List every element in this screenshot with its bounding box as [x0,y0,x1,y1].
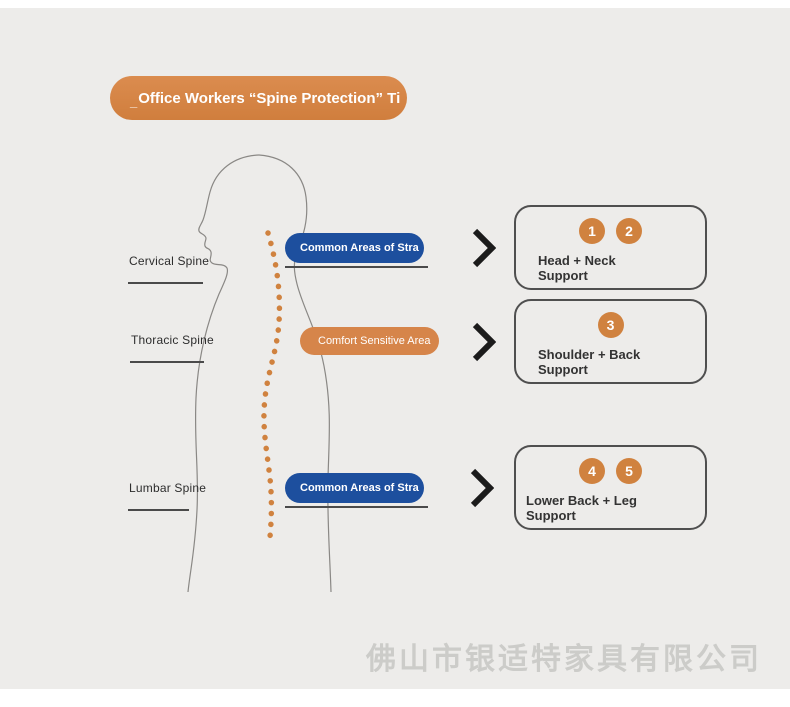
pill-top-underline [285,266,428,268]
card-number-row: 3 [516,312,705,338]
label-thoracic-spine: Thoracic Spine [131,333,214,347]
company-watermark: 佛山市银适特家具有限公司 [366,643,762,676]
pill-common-areas-strain-top: Common Areas of Stra [285,233,424,263]
card-number-row: 1 2 [516,218,705,244]
card-title-line1: Shoulder + Back [538,347,641,362]
card-number-row: 4 5 [516,458,705,484]
label-thoracic-underline [130,361,204,363]
card-title-line2: Support [538,268,588,283]
number-badge: 3 [597,312,624,338]
title-underscore: _ [130,93,138,109]
label-lumbar-underline [128,509,189,511]
spine-dots-icon [261,230,283,540]
card-title-line1: Head + Neck [538,253,616,268]
label-lumbar-spine: Lumbar Spine [129,481,207,495]
page-title: Office Workers “Spine Protection” Ti [138,89,401,107]
number-badge: 2 [616,218,642,244]
pill-comfort-sensitive-area: Comfort Sensitive Area [300,327,439,355]
card-title: Shoulder + Back Support [538,347,705,377]
label-cervical-spine: Cervical Spine [129,254,210,268]
card-lower-back-leg-support: 4 5 Lower Back + Leg Support [514,445,707,530]
chevron-right-icon [472,322,497,362]
card-title-line1: Lower Back + Leg [526,493,637,508]
number-badge: 1 [579,218,605,244]
chevron-right-icon [472,228,497,268]
number-badge: 5 [616,458,642,484]
card-title-line2: Support [538,362,588,377]
card-title: Lower Back + Leg Support [526,493,705,523]
title-banner: _ Office Workers “Spine Protection” Ti [110,76,407,120]
body-outline-front-icon [187,154,260,593]
card-head-neck-support: 1 2 Head + Neck Support [514,205,707,290]
number-badge: 4 [579,458,605,484]
card-title-line2: Support [526,508,576,523]
pill-common-areas-strain-bottom: Common Areas of Stra [285,473,424,503]
card-title: Head + Neck Support [538,253,705,283]
pill-bottom-underline [285,506,428,508]
card-shoulder-back-support: 3 Shoulder + Back Support [514,299,707,384]
label-cervical-underline [128,282,203,284]
chevron-right-icon [470,468,495,508]
